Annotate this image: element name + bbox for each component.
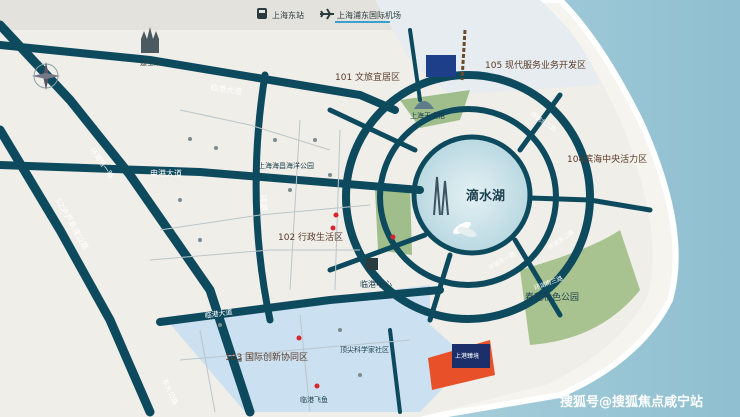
road-label-lingang-south: 临港大道 (204, 307, 233, 320)
road-label-lingang: 临港大道 (210, 82, 243, 96)
lingang-fly-label: 临港飞鱼 (300, 395, 328, 404)
road-radial-ne (517, 92, 563, 153)
disney-castle-icon (141, 27, 159, 53)
road-radial-nw (327, 107, 418, 153)
project-name-label: 上港臻境 (455, 352, 479, 360)
road-north-vertical (408, 28, 422, 102)
district-102-label: 102 行政生活区 (278, 231, 343, 243)
watermark: 搜狐号@搜狐焦点咸宁站 (560, 394, 703, 410)
haichang-label: 上海海昌海洋公园 (258, 161, 314, 170)
tianwen-museum-icon (414, 101, 434, 109)
lake-sculpture-icon (433, 176, 449, 216)
lake-island-petals (453, 221, 477, 238)
green-park-southeast (520, 230, 640, 345)
tech-park-label: 顶尖科学家社区 (340, 345, 389, 354)
disney-label: 迪士尼 (140, 58, 161, 67)
chunhua-park-label: 春花秋色公园 (525, 291, 579, 303)
road-label-huanhu: 环湖 (258, 194, 268, 211)
road-diagonal-s2 (0, 125, 155, 417)
district-103-label: 103 国际创新协同区 (225, 351, 308, 363)
road-huanhu-west (252, 71, 274, 324)
compass-icon (32, 62, 60, 90)
lake-label: 滴水湖 (466, 188, 505, 204)
outer-ring-road (342, 71, 594, 323)
dishui-lake (411, 134, 533, 256)
road-southwest (156, 286, 444, 326)
green-park-west (375, 185, 412, 255)
district-101-label: 101 文旅宜居区 (335, 71, 400, 83)
district-105-label: 105 现代服务业务开发区 (485, 59, 586, 71)
lingang-center-label: 临港中心 (360, 279, 392, 289)
road-south-vertical (388, 328, 402, 414)
poi-dots (178, 137, 362, 377)
road-east-coast (587, 197, 653, 213)
train-icon (257, 8, 267, 19)
airport-label: 上海浦东国际机场 (337, 10, 401, 20)
metro-line-16 (460, 29, 467, 81)
road-radial-sw (327, 232, 428, 273)
district-105-logo-block (426, 55, 456, 77)
road-radial-e (527, 195, 593, 203)
road-lingang-dadao-upper (0, 41, 399, 114)
station-label: 上海东站 (272, 10, 304, 20)
road-radial-se (512, 237, 563, 318)
green-park-north (400, 90, 470, 128)
road-label-shenzhong: 申港大道 (150, 168, 182, 178)
minor-roads (149, 109, 411, 413)
lingang-center-icon (366, 258, 378, 270)
district-104-label: 104滨海中央活力区 (567, 153, 647, 165)
road-shenzhong (0, 161, 424, 194)
poi-pins (296, 212, 396, 389)
map-labels: 上海东站 上海浦东国际机场 迪士尼 101 文旅宜居区 105 现代服务业务开发… (53, 10, 647, 406)
plane-icon (320, 8, 334, 20)
road-radial-s (427, 252, 453, 323)
tianwen-label: 上海天文馆 (410, 111, 445, 120)
project-name-plate (452, 344, 490, 368)
